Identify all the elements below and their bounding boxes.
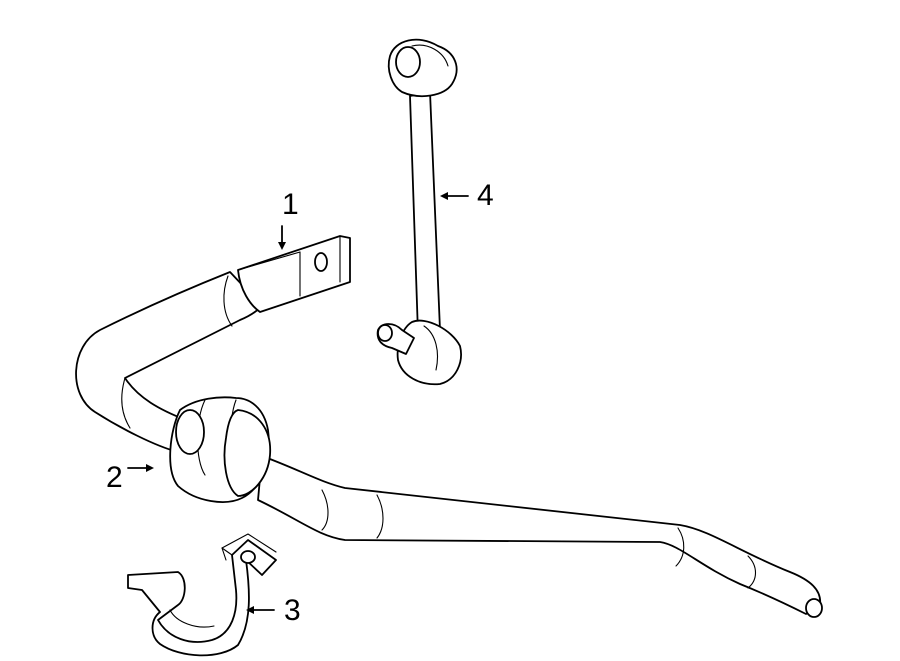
stabilizer-link[interactable] <box>376 38 462 386</box>
stabilizer-bar[interactable] <box>75 235 823 618</box>
callout-4: 4 <box>440 179 494 212</box>
callout-4-label: 4 <box>477 179 494 212</box>
bushing-bracket[interactable] <box>127 533 277 657</box>
callout-2: 2 <box>106 461 154 494</box>
callout-1-arrowhead <box>278 242 286 250</box>
callout-3: 3 <box>246 594 301 627</box>
callout-2-arrowhead <box>146 464 154 472</box>
callout-2-label: 2 <box>106 461 123 494</box>
callout-4-arrowhead <box>440 192 448 200</box>
stabilizer-bushing[interactable] <box>169 396 271 503</box>
callout-1-label: 1 <box>282 188 299 221</box>
callout-1: 1 <box>278 188 299 250</box>
callout-3-arrowhead <box>246 606 254 614</box>
callout-3-label: 3 <box>284 594 301 627</box>
